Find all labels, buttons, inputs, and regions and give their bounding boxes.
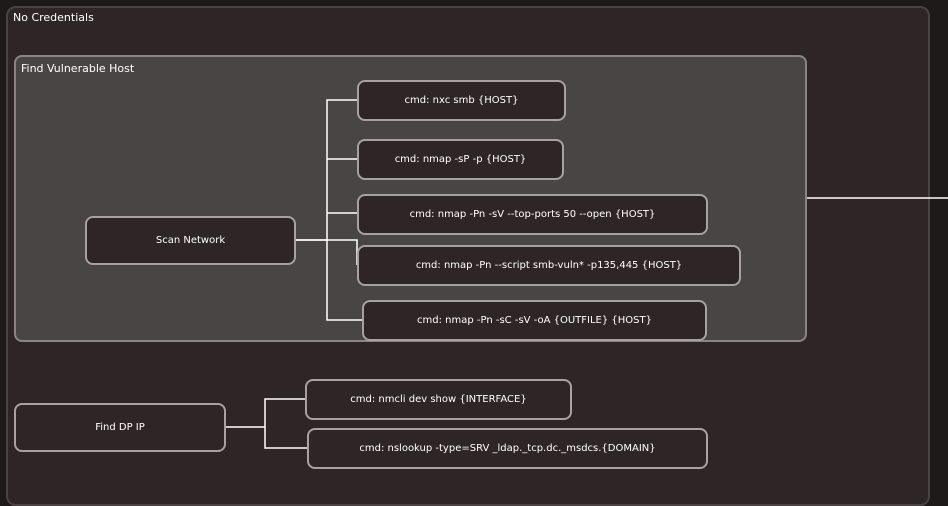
cmd-nmap-outfile-node[interactable]: cmd: nmap -Pn -sC -sV -oA {OUTFILE} {HOS… bbox=[362, 300, 707, 341]
scan-network-node[interactable]: Scan Network bbox=[85, 216, 296, 265]
find-dp-ip-node[interactable]: Find DP IP bbox=[14, 403, 226, 452]
cmd-nmap-sp-node[interactable]: cmd: nmap -sP -p {HOST} bbox=[357, 139, 564, 180]
cmd-nmap-smb-vuln-node[interactable]: cmd: nmap -Pn --script smb-vuln* -p135,4… bbox=[357, 245, 741, 286]
cmd-nslookup-node[interactable]: cmd: nslookup -type=SRV _ldap._tcp.dc._m… bbox=[307, 428, 708, 469]
no-credentials-label: No Credentials bbox=[13, 11, 94, 24]
edges-layer bbox=[226, 99, 948, 449]
cmd-nxc-smb-node[interactable]: cmd: nxc smb {HOST} bbox=[357, 80, 566, 121]
find-vulnerable-host-label: Find Vulnerable Host bbox=[21, 62, 135, 75]
edge-scan-to-outfile bbox=[326, 240, 362, 321]
edge-scan-to-nxc bbox=[296, 99, 357, 241]
edge-dp-to-nslookup bbox=[264, 427, 307, 449]
edge-dp-to-nmcli bbox=[226, 398, 305, 428]
cmd-nmap-top-ports-node[interactable]: cmd: nmap -Pn -sV --top-ports 50 --open … bbox=[357, 194, 708, 235]
cmd-nmcli-node[interactable]: cmd: nmcli dev show {INTERFACE} bbox=[305, 379, 572, 420]
